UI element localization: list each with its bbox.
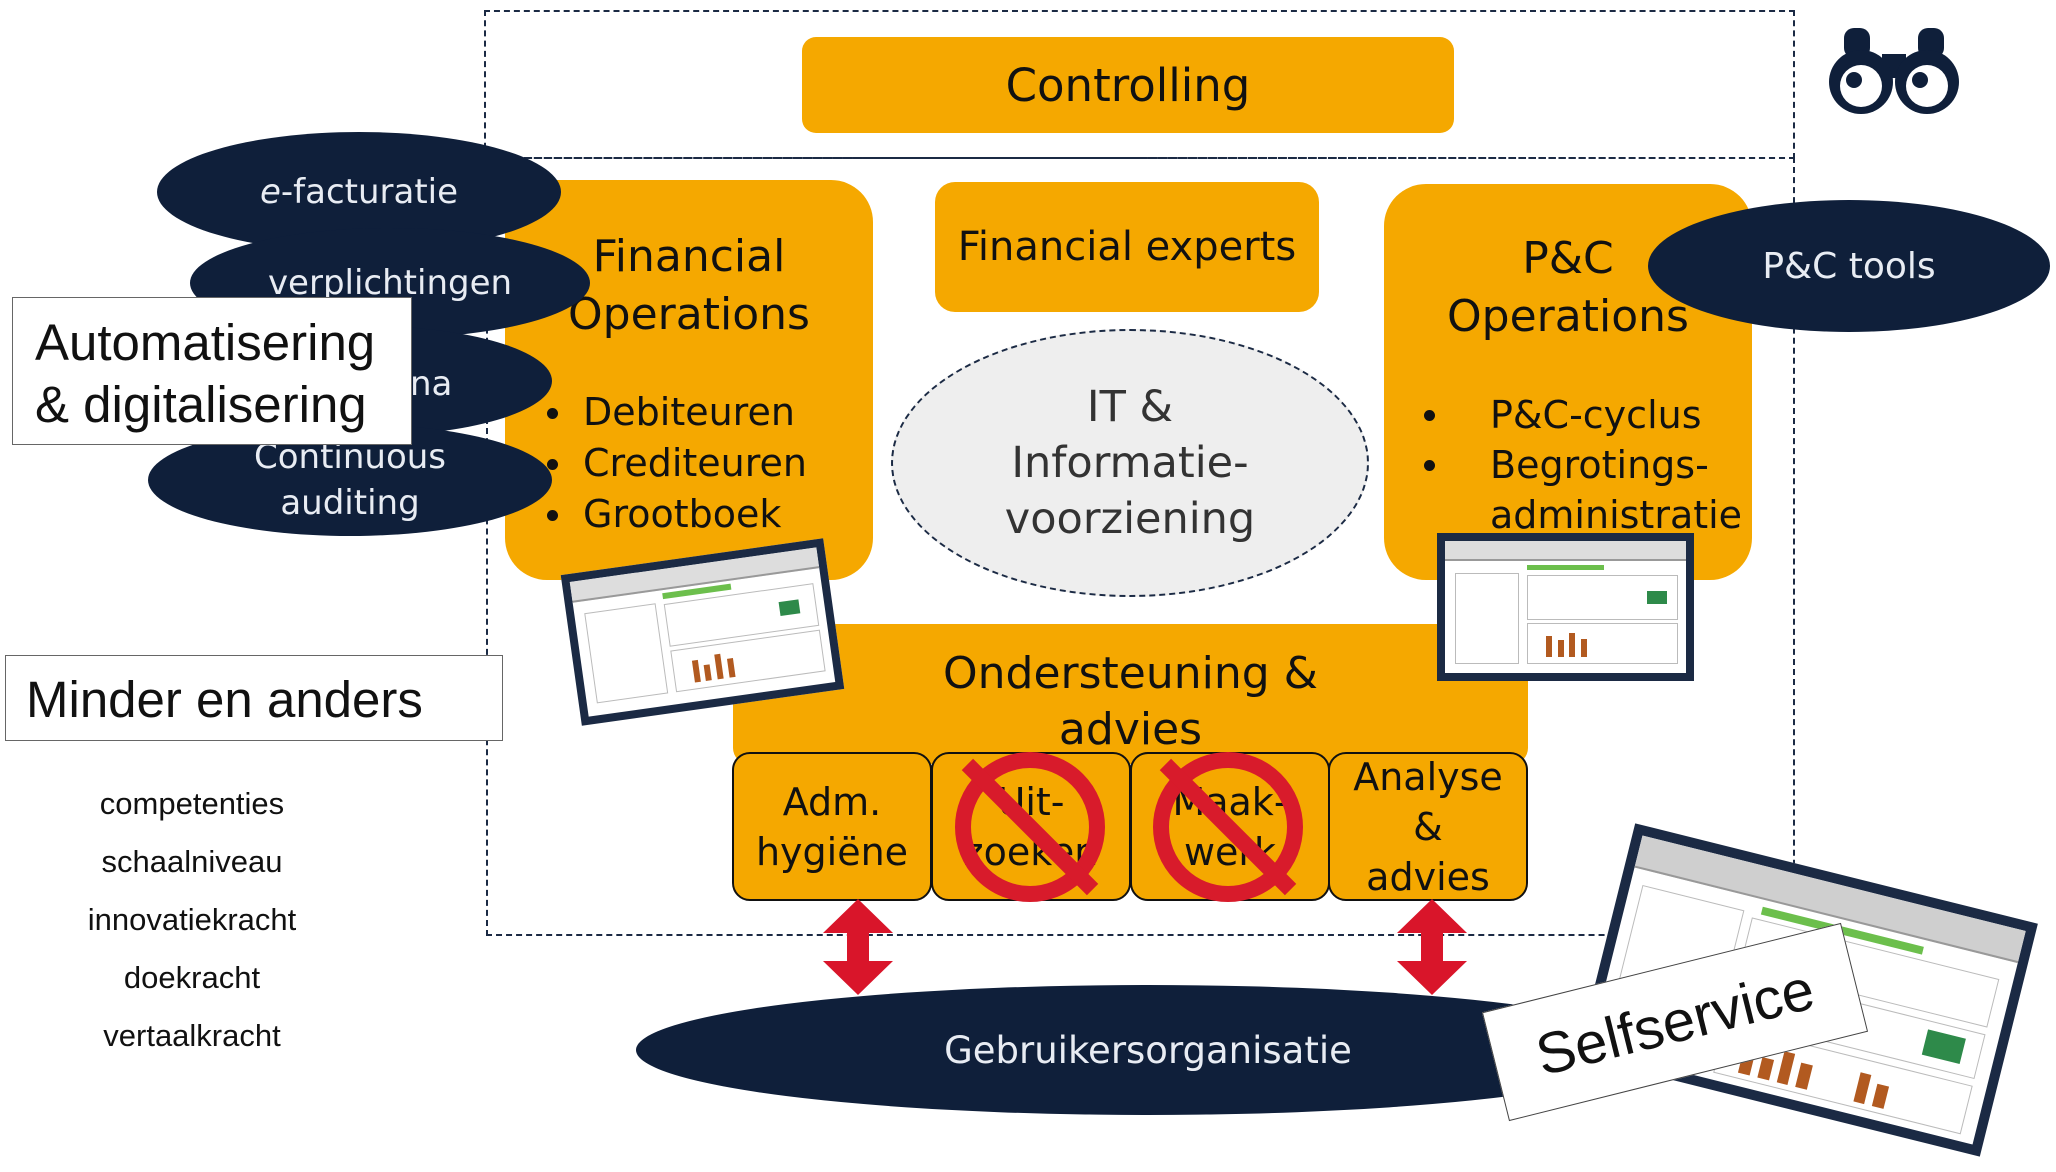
double-arrow-icon	[1397, 899, 1467, 995]
organisation-frame	[486, 157, 1795, 936]
gebruikersorganisatie-label: Gebruikersorganisatie	[944, 1028, 1352, 1072]
financial-operations-list: Debiteuren Crediteuren Grootboek	[541, 387, 807, 540]
list-item: doekracht	[123, 960, 261, 995]
it-oval: IT & Informatie- voorziening	[891, 329, 1369, 597]
list-item: schaalniveau	[101, 844, 283, 879]
list-item: Crediteuren	[541, 438, 807, 489]
ondersteuning-box: Ondersteuning & advies	[733, 624, 1528, 764]
minder-label-box: Minder en anders	[5, 655, 503, 741]
pc-operations-title: P&C Operations	[1447, 233, 1689, 342]
competencies-list: competenties schaalniveau innovatiekrach…	[50, 775, 334, 1065]
pc-tools-oval: P&C tools	[1648, 200, 2050, 332]
list-item: competenties	[99, 786, 285, 821]
financial-experts-label: Financial experts	[957, 224, 1297, 270]
list-item: innovatiekracht	[87, 902, 297, 937]
financial-experts-box: Financial experts	[935, 182, 1319, 312]
list-item: administratie	[1490, 493, 1743, 537]
list-item: P&C-cyclus	[1420, 390, 1742, 440]
pc-operations-list: P&C-cyclus Begrotings- administratie	[1420, 390, 1742, 540]
list-item: Begrotings-	[1420, 440, 1742, 490]
financial-operations-title: Financial Operations	[568, 231, 810, 340]
dashboard-thumbnail-right	[1437, 533, 1694, 681]
controlling-label: Controlling	[1005, 58, 1251, 112]
analyse-advies-box: Analyse&advies	[1328, 752, 1528, 901]
list-item: Grootboek	[541, 489, 807, 540]
binoculars-icon	[1829, 28, 1959, 114]
double-arrow-icon	[823, 899, 893, 995]
automatisering-label-box: Automatisering & digitalisering	[12, 297, 412, 445]
prohibited-icon	[1153, 752, 1303, 902]
controlling-box: Controlling	[802, 37, 1454, 133]
adm-hygiene-box: Adm.hygiëne	[732, 752, 932, 901]
list-item: Debiteuren	[541, 387, 807, 438]
pc-tools-label: P&C tools	[1762, 245, 1936, 287]
prohibited-icon	[955, 752, 1105, 902]
gebruikersorganisatie-oval: Gebruikersorganisatie	[636, 985, 1660, 1115]
list-item: vertaalkracht	[103, 1018, 281, 1053]
financial-operations-box: Financial Operations Debiteuren Crediteu…	[505, 180, 873, 580]
